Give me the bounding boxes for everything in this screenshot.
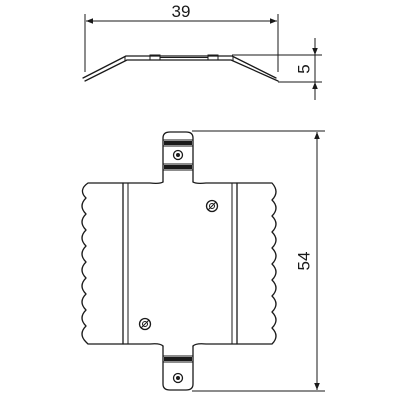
side-profile-view: 39 5 [82,2,322,100]
tab-hole-top [172,149,184,161]
plate-front-view: 54 [81,130,325,392]
dim-label-height: 5 [294,64,313,73]
dim-label-width: 39 [172,2,191,21]
rivet-lower-left [138,317,152,331]
tab-hole-bottom [172,372,184,384]
dim-label-length: 54 [294,252,313,271]
rivet-upper-right [205,199,219,213]
